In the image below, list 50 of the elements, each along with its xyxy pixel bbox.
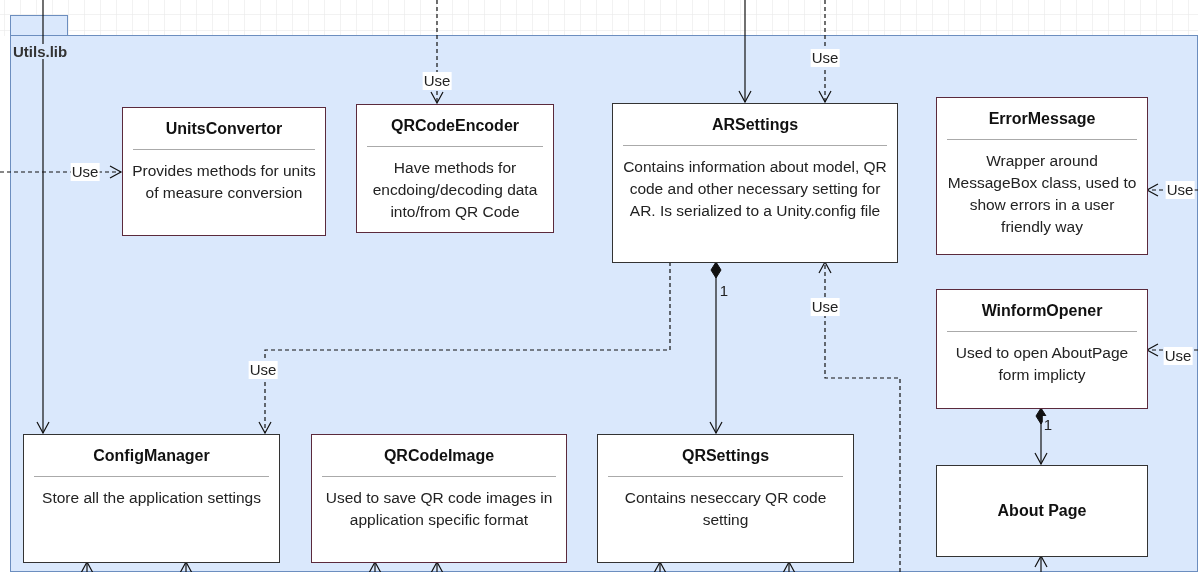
package-container: [10, 35, 1198, 572]
class-description: Used to open AboutPage form implicty: [954, 343, 1130, 385]
class-name: WinformOpener: [980, 301, 1104, 321]
class-description: Wrapper around MessageBox class, used to show errors in a user friendly way: [946, 151, 1138, 237]
class-name: ARSettings: [710, 115, 800, 135]
composition-arrow: [1034, 407, 1048, 465]
class-name: ErrorMessage: [987, 109, 1097, 129]
dependency-arrow: [818, 261, 901, 572]
edge-label: Use: [248, 361, 278, 379]
package-title: Utils.lib: [13, 44, 68, 59]
class-description: Contains information about model, QR code and other necessary setting for AR. Is serialized to a Unity.config file: [622, 157, 888, 221]
class-box: [311, 434, 567, 563]
class-box: [597, 434, 854, 563]
dependency-arrow: [368, 561, 382, 572]
edge-label: Use: [70, 163, 100, 181]
class-name: About Page: [997, 501, 1087, 521]
class-description: Store all the application settings: [41, 488, 262, 508]
class-description: Contains neseccary QR code setting: [623, 488, 828, 530]
class-description: Provides methods for units of measure conversion: [131, 161, 317, 203]
class-name: QRCodeEncoder: [390, 116, 520, 136]
class-description: Have methods for encdoing/decoding data into/from QR Code: [371, 158, 539, 222]
dependency-arrow: [653, 561, 667, 572]
dependency-arrow: [179, 561, 193, 572]
dependency-arrow: [258, 261, 671, 434]
class-description: Used to save QR code images in application specific format: [324, 488, 554, 530]
class-name: QRSettings: [680, 446, 771, 466]
dependency-arrow: [80, 561, 94, 572]
dependency-arrow: [430, 561, 444, 572]
class-box: [23, 434, 280, 563]
edge-label: Use: [810, 49, 840, 67]
edge-label: Use: [1163, 347, 1193, 365]
class-box: [356, 104, 554, 233]
class-box: [122, 107, 326, 236]
dependency-arrow: [430, 0, 444, 104]
class-name: ConfigManager: [92, 446, 211, 466]
class-name: QRCodeImage: [382, 446, 496, 466]
dependency-arrow: [738, 0, 752, 103]
dependency-arrow: [782, 561, 796, 572]
dependency-arrow: [818, 0, 832, 103]
class-box: [936, 465, 1148, 557]
class-box: [936, 289, 1148, 409]
edge-label: Use: [1165, 181, 1195, 199]
edge-label: Use: [422, 72, 452, 90]
edge-label: Use: [810, 298, 840, 316]
composition-arrow: [709, 261, 723, 434]
class-box: [936, 97, 1148, 255]
class-name: UnitsConvertor: [164, 119, 284, 139]
dependency-arrow: [1034, 555, 1048, 572]
dependency-arrow: [36, 0, 50, 434]
class-box: [612, 103, 898, 263]
